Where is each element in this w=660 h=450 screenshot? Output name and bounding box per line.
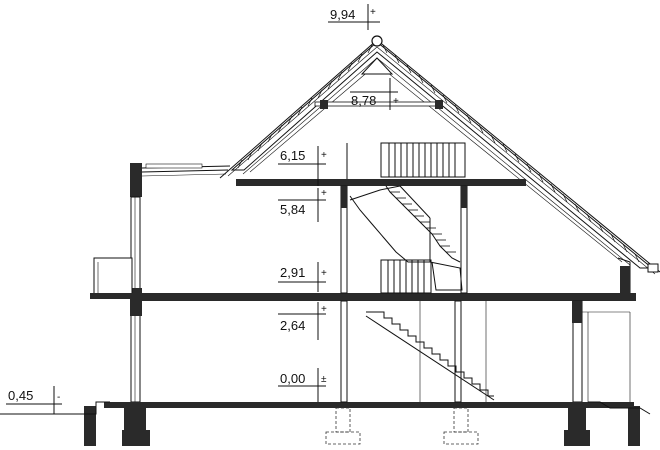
ground-floor-slab [104,402,634,408]
level-marker-attic-floor: + 8,78 [350,78,399,110]
level-value: 8,78 [351,93,376,108]
level-value: 6,15 [280,148,305,163]
foundations [0,401,651,446]
first-floor-slab [136,293,636,301]
level-value: 0,00 [280,371,305,386]
balcony [90,257,136,299]
attic-balustrade [380,142,466,178]
lower-stair [365,301,495,402]
level-sign: + [321,268,327,279]
level-sign: ± [321,374,327,385]
gutter [647,263,659,273]
collar-beam [360,57,394,75]
level-marker-first-floor: + 2,91 [278,262,327,292]
roof [219,35,660,301]
left-flat-roof [130,163,231,197]
level-marker-attic-slab: + 6,15 [278,146,327,186]
level-value: 2,64 [280,318,305,333]
level-sign: + [321,304,327,315]
level-sign: + [321,188,327,199]
roof-tiles-left [237,44,373,169]
walls [130,143,631,403]
level-value: 5,84 [280,202,305,217]
level-sign: + [393,96,399,107]
first-floor-balustrade [380,259,432,294]
level-value: 0,45 [8,388,33,403]
level-value: 2,91 [280,265,305,280]
level-sign: + [370,7,376,18]
level-marker-ground-ceiling: + 2,64 [278,302,327,340]
collar-tie [314,101,440,107]
level-sign: + [321,150,327,161]
upper-stair [349,185,463,291]
level-sign: - [57,392,60,403]
level-value: 9,94 [330,7,355,22]
ridge-cap [371,35,383,47]
attic-slab [236,179,526,186]
level-marker-terrain: - 0,45 [6,386,62,414]
level-marker-ground-floor: ± 0,00 [278,368,327,402]
level-marker-ridge: + 9,94 [328,4,380,30]
level-marker-attic-ceiling: + 5,84 [278,188,327,222]
roof-tiles-right [382,44,640,263]
